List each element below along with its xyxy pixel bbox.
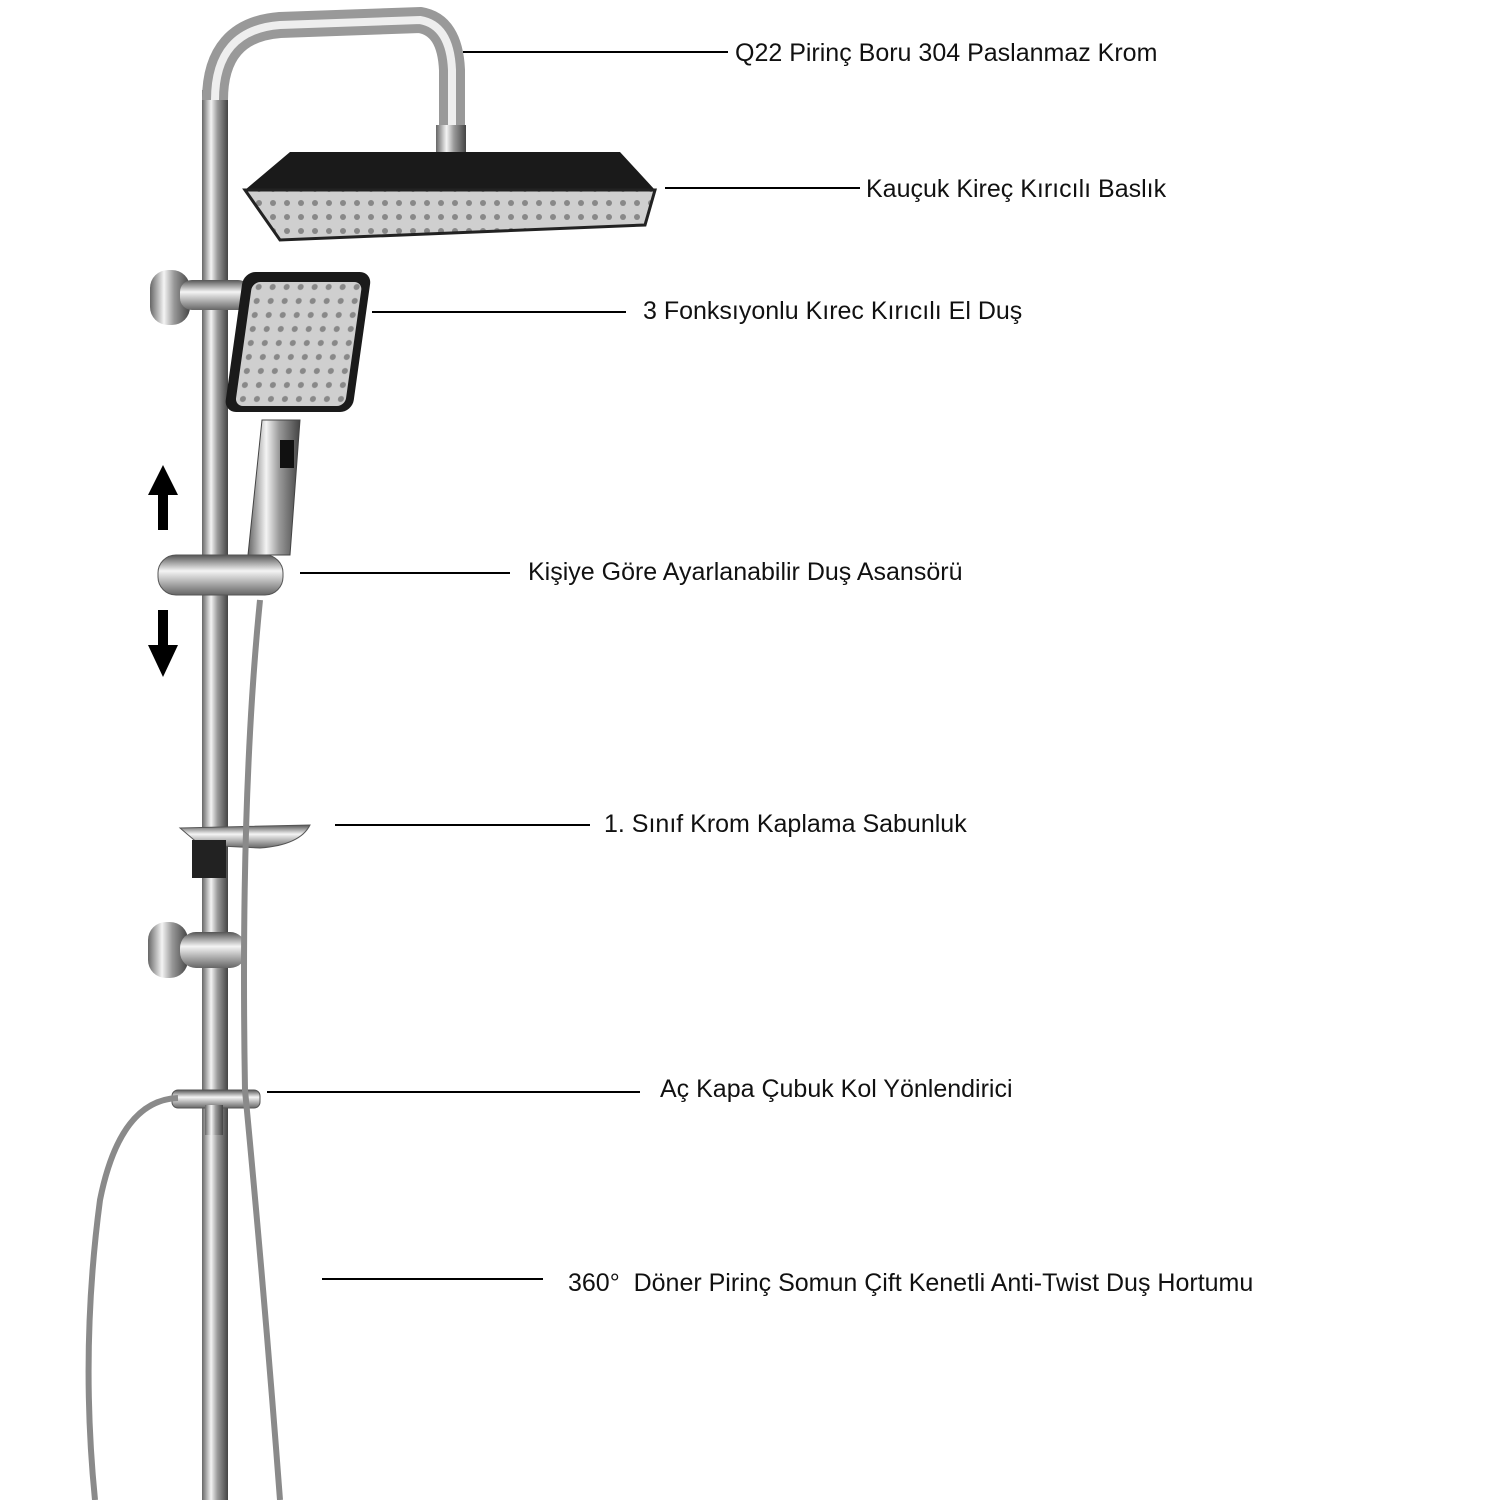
shower-slider (157, 554, 284, 596)
wall-bracket-bottom (148, 922, 246, 978)
shower-hose (85, 599, 283, 1500)
label-pipe: Q22 Pirinç Boru 304 Paslanmaz Krom (735, 39, 1158, 67)
label-hose: 360° Döner Pirinç Somun Çift Kenetli Ant… (568, 1269, 1254, 1297)
wall-bracket-top (150, 270, 250, 325)
hand-shower (225, 272, 371, 556)
down-arrow-icon (148, 610, 178, 677)
label-lift: Kişiye Göre Ayarlanabilir Duş Asansörü (528, 558, 963, 586)
riser-pipe (202, 6, 466, 1500)
label-soap-dish: 1. Sınıf Krom Kaplama Sabunluk (604, 810, 967, 838)
label-diverter: Aç Kapa Çubuk Kol Yönlendirici (660, 1075, 1013, 1103)
up-arrow-icon (148, 465, 178, 530)
overhead-shower-head (242, 152, 657, 242)
label-hand-shower: 3 Fonksıyonlu Kırec Kırıcılı El Duş (643, 297, 1023, 325)
label-head: Kauçuk Kireç Kırıcılı Baslık (866, 175, 1167, 203)
leader-lines (267, 51, 860, 1280)
